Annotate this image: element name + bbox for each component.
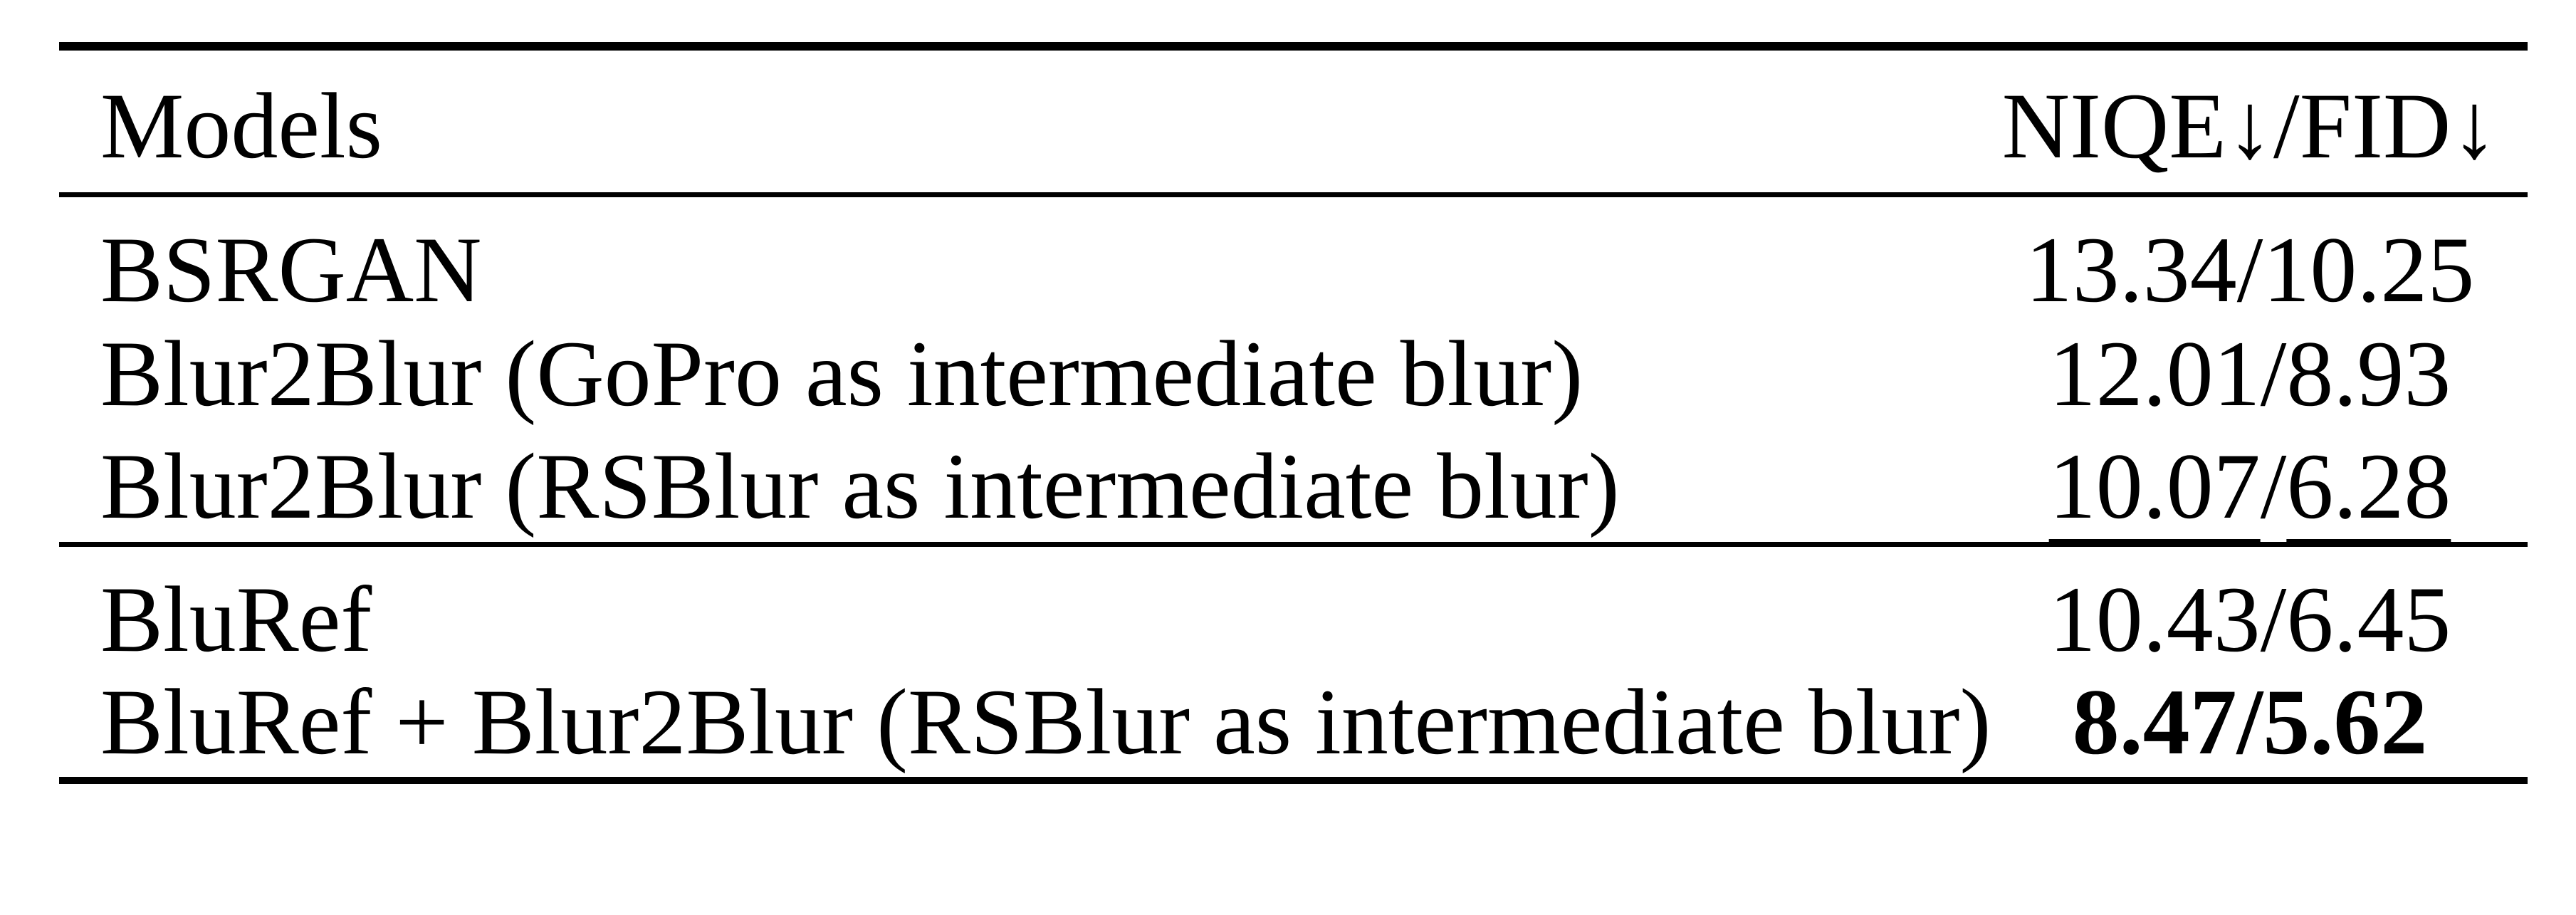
- model-name: Blur2Blur (RSBlur as intermediate blur): [100, 433, 1620, 538]
- value-separator: /: [2260, 433, 2287, 538]
- fid-value: 10.25: [2263, 216, 2475, 322]
- model-name: BluRef: [100, 567, 372, 671]
- table-row: Blur2Blur (GoPro as intermediate blur) 12…: [59, 317, 2528, 431]
- value-separator: /: [2236, 216, 2263, 322]
- header-metric-label: NIQE↓/FID↓: [2001, 73, 2498, 179]
- fid-value: 8.93: [2286, 320, 2451, 426]
- model-name: Blur2Blur (GoPro as intermediate blur): [100, 320, 1583, 426]
- metric-values: 8.47/5.62: [1972, 666, 2528, 780]
- value-separator: /: [2260, 320, 2287, 426]
- table-row: Blur2Blur (RSBlur as intermediate blur) 1…: [59, 431, 2528, 545]
- fid-value: 6.28: [2286, 433, 2451, 538]
- niqe-value: 10.07: [2048, 433, 2261, 538]
- value-separator: /: [2236, 669, 2263, 774]
- fid-value: 5.62: [2263, 669, 2428, 774]
- table-row: BluRef + Blur2Blur (RSBlur as intermedia…: [59, 666, 2528, 780]
- niqe-value: 13.34: [2025, 216, 2237, 322]
- model-name: BSRGAN: [100, 216, 482, 322]
- header-row: Models NIQE↓/FID↓: [59, 46, 2528, 194]
- metric-values: 12.01/8.93: [1972, 317, 2528, 431]
- metric-values: 10.43/6.45: [1972, 545, 2528, 667]
- value-separator: /: [2260, 567, 2287, 671]
- fid-value: 6.45: [2286, 567, 2451, 671]
- metric-values: 10.07/6.28: [1972, 431, 2528, 545]
- header-models-label: Models: [100, 73, 382, 179]
- table-header: Models NIQE↓/FID↓: [59, 46, 2528, 194]
- niqe-value: 12.01: [2048, 320, 2261, 426]
- niqe-value: 10.43: [2048, 567, 2261, 671]
- niqe-value: 8.47: [2072, 669, 2237, 774]
- metric-values: 13.34/10.25: [1972, 194, 2528, 317]
- model-name: BluRef + Blur2Blur (RSBlur as intermedia…: [100, 669, 1991, 774]
